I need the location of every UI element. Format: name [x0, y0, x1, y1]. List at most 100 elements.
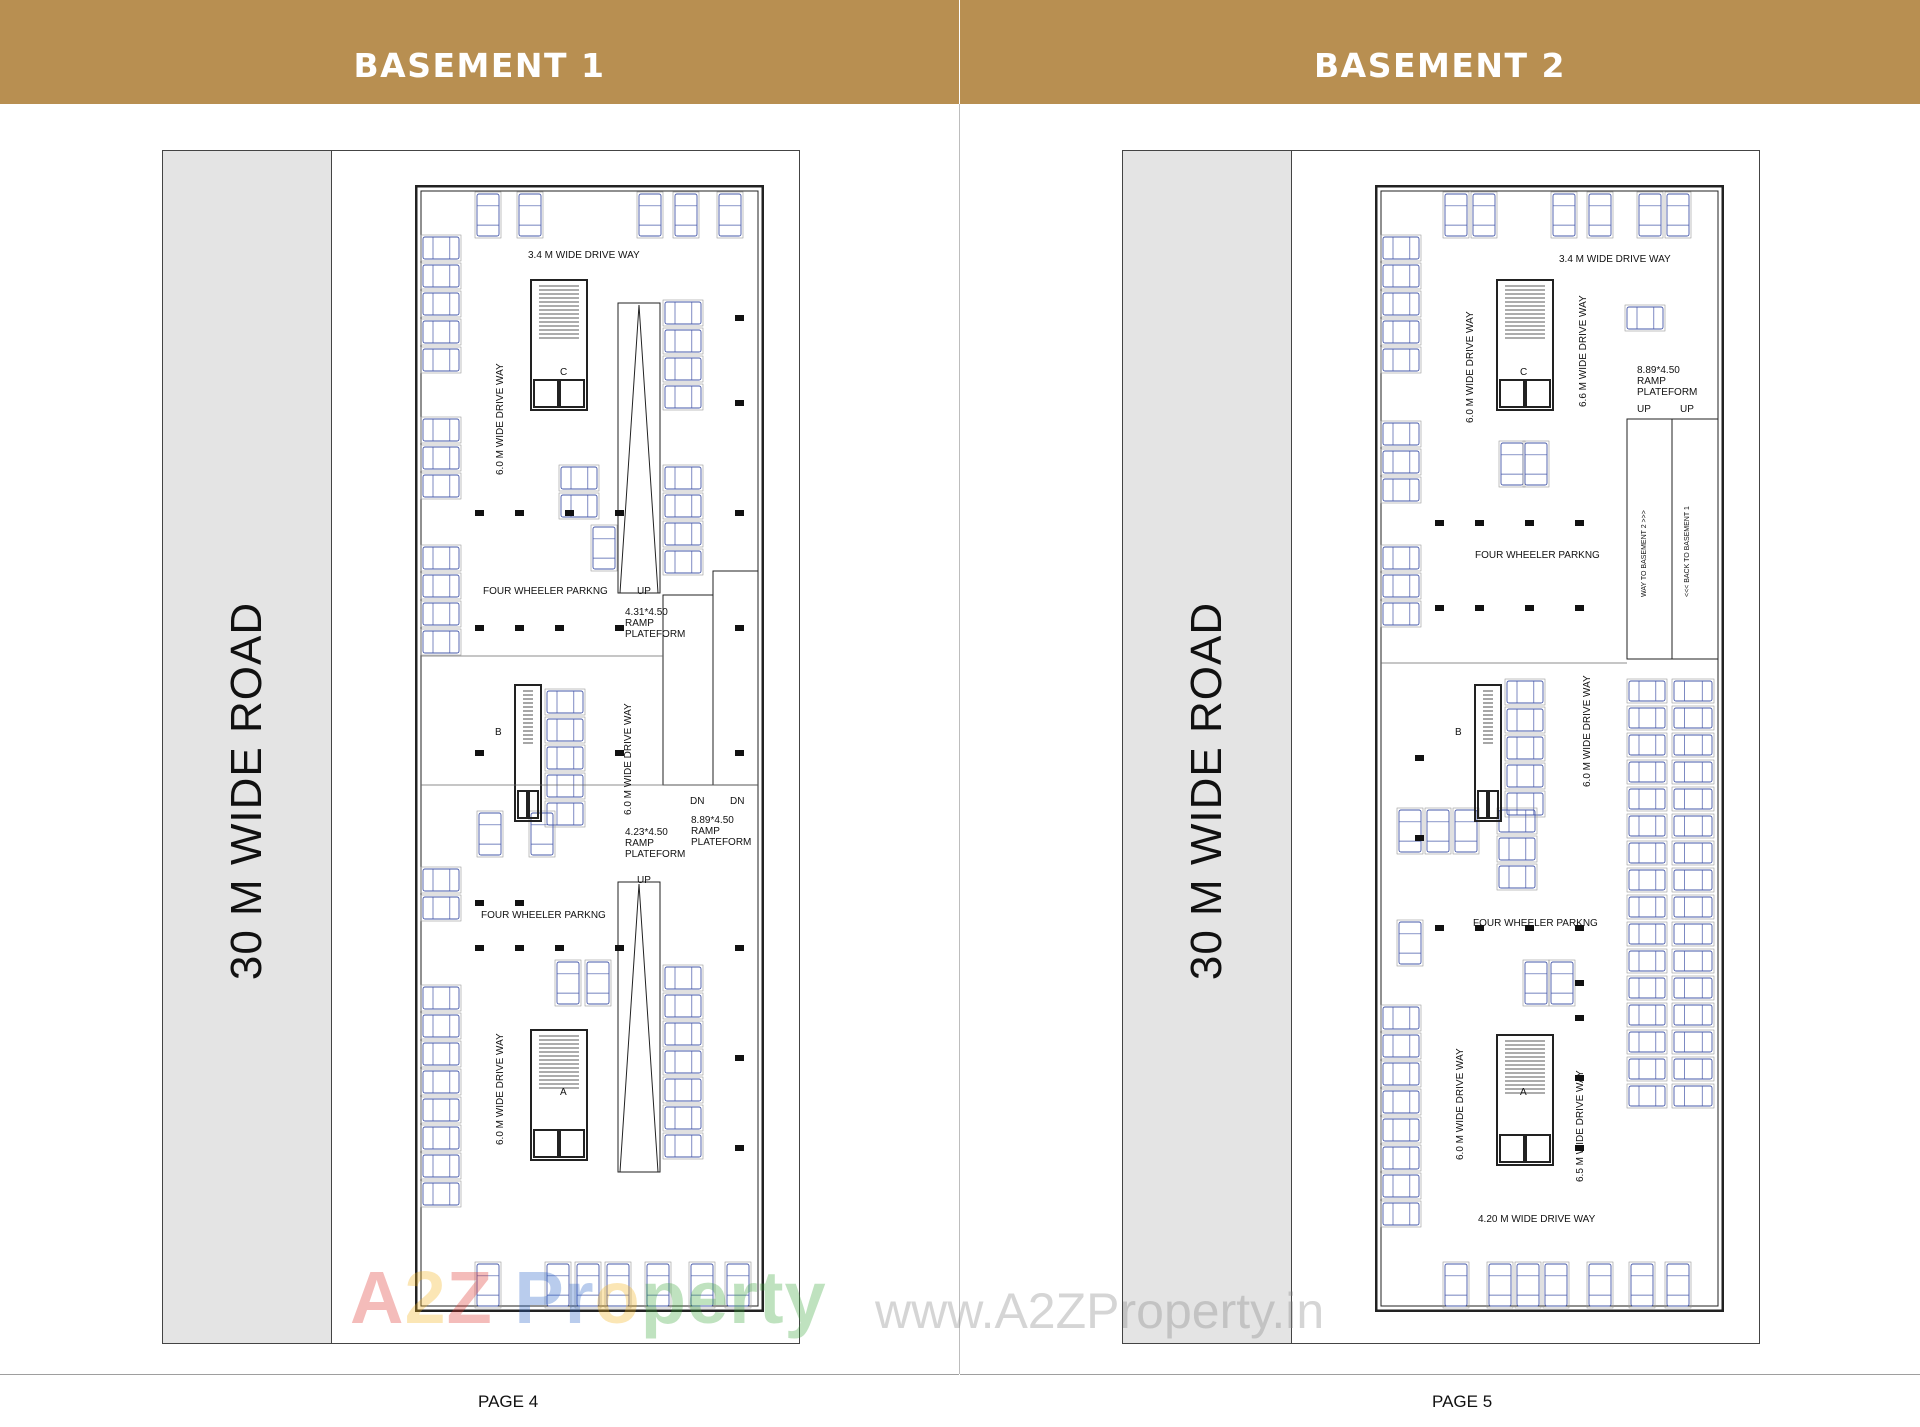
car-icon: [556, 961, 580, 1005]
ramp-slope: [619, 304, 659, 594]
parking-bay: [1626, 759, 1668, 785]
parking-bay: [420, 894, 462, 922]
car-icon: [1673, 869, 1713, 891]
parking-bay: [1442, 1261, 1470, 1309]
car-icon: [1628, 788, 1666, 810]
car-icon: [1398, 921, 1422, 965]
parking-bay: [1380, 1032, 1422, 1060]
car-icon: [664, 329, 702, 353]
parking-bay: [544, 800, 586, 828]
driveway-label: 6.0 M WIDE DRIVE WAY: [623, 703, 634, 815]
car-icon: [1673, 707, 1713, 729]
parking-bay: [1626, 705, 1668, 731]
column: [475, 510, 484, 516]
parking-bay: [1626, 1029, 1668, 1055]
parking-bay: [1396, 807, 1424, 855]
car-icon: [1673, 923, 1713, 945]
page-title: BASEMENT 2: [1314, 46, 1566, 85]
column: [615, 625, 624, 631]
column: [475, 625, 484, 631]
plan-frame: 30 M WIDE ROAD 3.4 M WIDE DRIVE WAY 6.0 …: [1122, 150, 1760, 1344]
car-icon: [1673, 1058, 1713, 1080]
stair-lift-core: [1496, 1034, 1554, 1166]
watermark-logo: A2Z Property: [350, 1256, 827, 1339]
parking-bay: [544, 716, 586, 744]
car-icon: [1673, 815, 1713, 837]
car-icon: [664, 1106, 702, 1130]
parking-bay: [1671, 894, 1715, 920]
parking-bay: [420, 290, 462, 318]
car-icon: [606, 1263, 630, 1307]
ramp-direction-label: WAY TO BASEMENT 2 >>>: [1641, 510, 1648, 597]
column: [1525, 925, 1534, 931]
parking-bay: [420, 1040, 462, 1068]
ramp-up-label: UP: [637, 875, 651, 886]
parking-bay: [1626, 840, 1668, 866]
road-label: 30 M WIDE ROAD: [1182, 601, 1231, 981]
parking-bay: [1671, 975, 1715, 1001]
column: [515, 900, 524, 906]
parking-bay: [1380, 448, 1422, 476]
parking-bay: [1522, 959, 1550, 1007]
parking-bay: [554, 959, 582, 1007]
parking-bay: [1671, 1083, 1715, 1109]
parking-bay: [662, 299, 704, 327]
parking-bay: [474, 1261, 502, 1309]
plan-frame: 30 M WIDE ROAD 3.4 M WIDE DRIVE WAY 6.0 …: [162, 150, 800, 1344]
road-strip: 30 M WIDE ROAD: [1123, 151, 1292, 1343]
page-number: PAGE 4: [478, 1392, 539, 1411]
column: [475, 945, 484, 951]
parking-bay: [590, 524, 618, 572]
parking-bay: [1671, 786, 1715, 812]
parking-bay: [1380, 572, 1422, 600]
car-icon: [422, 546, 460, 570]
stair-lift-core: [530, 279, 588, 411]
parking-bay: [724, 1261, 752, 1309]
column: [475, 750, 484, 756]
parking-bay: [662, 355, 704, 383]
parking-bay: [544, 1261, 572, 1309]
car-icon: [664, 357, 702, 381]
parking-bay: [1504, 790, 1546, 818]
parking-bay: [420, 318, 462, 346]
parking-bay: [1380, 600, 1422, 628]
car-icon: [1382, 1146, 1420, 1170]
column: [515, 625, 524, 631]
parking-bay: [1504, 734, 1546, 762]
car-icon: [1382, 348, 1420, 372]
plan-outline: [1375, 185, 1724, 1312]
driveway-label: 6.0 M WIDE DRIVE WAY: [495, 363, 506, 475]
car-icon: [1382, 292, 1420, 316]
car-icon: [1673, 788, 1713, 810]
parking-bay: [1626, 975, 1668, 1001]
car-icon: [1506, 792, 1544, 816]
car-icon: [1544, 1263, 1568, 1307]
column: [1575, 1145, 1584, 1151]
car-icon: [1628, 842, 1666, 864]
column: [1475, 520, 1484, 526]
car-icon: [422, 446, 460, 470]
parking-bay: [1514, 1261, 1542, 1309]
parking-bay: [1504, 762, 1546, 790]
car-icon: [1382, 574, 1420, 598]
lift-shaft: [1499, 379, 1525, 408]
parking-bay: [474, 191, 502, 239]
car-icon: [1628, 1031, 1666, 1053]
car-icon: [546, 1263, 570, 1307]
car-icon: [422, 1126, 460, 1150]
parking-bay: [1380, 1004, 1422, 1032]
parking-bay: [420, 262, 462, 290]
core-label: C: [560, 367, 568, 378]
parking-bay: [662, 1104, 704, 1132]
car-icon: [646, 1263, 670, 1307]
car-icon: [1628, 869, 1666, 891]
lift-shaft: [533, 379, 559, 408]
car-icon: [422, 1042, 460, 1066]
parking-bay: [420, 1152, 462, 1180]
car-icon: [422, 630, 460, 654]
parking-bay: [1496, 835, 1538, 863]
ramp-down-label: DN: [690, 796, 705, 807]
car-icon: [1382, 478, 1420, 502]
column: [735, 315, 744, 321]
car-icon: [1524, 442, 1548, 486]
